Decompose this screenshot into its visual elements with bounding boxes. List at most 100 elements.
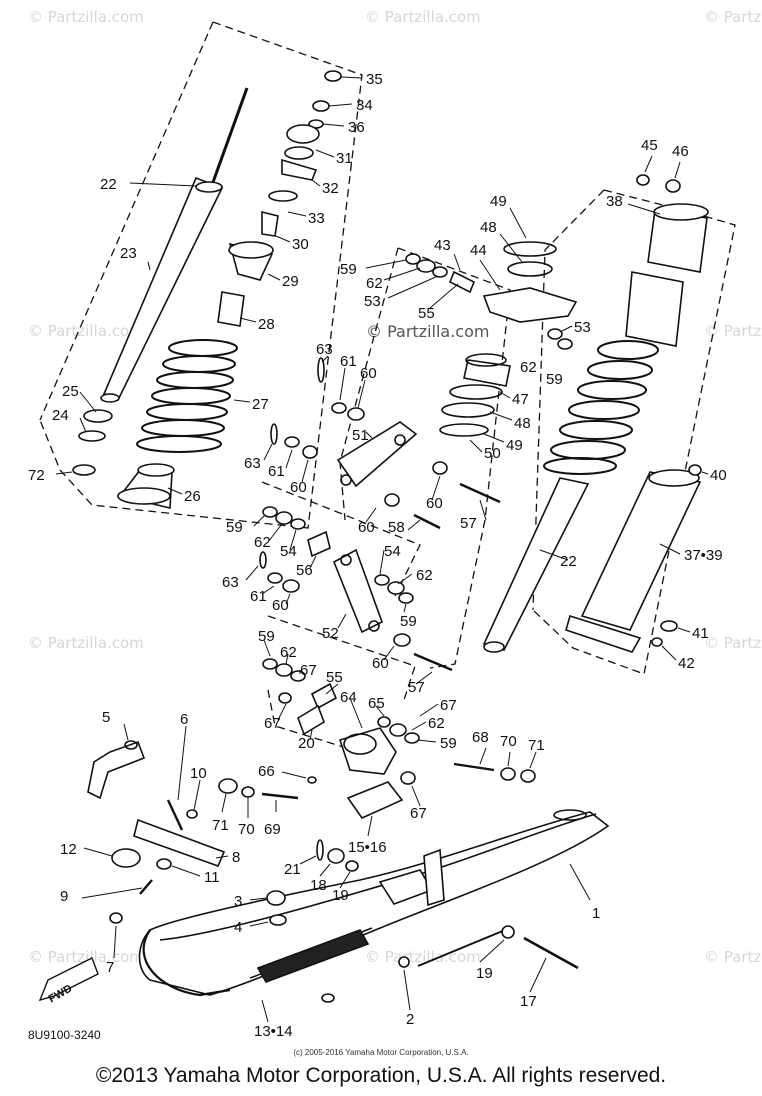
- callout: 4: [234, 919, 242, 936]
- callout: 60: [360, 365, 377, 382]
- callout: 12: [60, 841, 77, 858]
- callout: 41: [692, 625, 709, 642]
- callout: 66: [258, 763, 275, 780]
- callout: 35: [366, 71, 383, 88]
- watermark: © Partzilla.com: [704, 322, 762, 340]
- callout: 42: [678, 655, 695, 672]
- ski-assembly: [87, 740, 610, 1003]
- callout: 59: [440, 735, 457, 752]
- watermark: © Partzilla.com: [28, 8, 144, 26]
- callout: 10: [190, 765, 207, 782]
- callout: 19: [332, 887, 349, 904]
- callout: 7: [106, 959, 114, 976]
- diagram-code: 8U9100-3240: [28, 1028, 101, 1042]
- callout: 1: [592, 905, 600, 922]
- watermark: © Partzilla.com: [704, 948, 762, 966]
- callout: 62: [428, 715, 445, 732]
- callout: 67: [440, 697, 457, 714]
- callout: 18: [310, 877, 327, 894]
- callout: 62: [416, 567, 433, 584]
- footer-copyright: ©2013 Yamaha Motor Corporation, U.S.A. A…: [95, 1064, 667, 1087]
- callout: 2: [406, 1011, 414, 1028]
- callout: 61: [268, 463, 285, 480]
- callout: 47: [512, 391, 529, 408]
- callout: 72: [28, 467, 45, 484]
- callout: 48: [480, 219, 497, 236]
- callout: 5: [102, 709, 110, 726]
- callout: 15•16: [348, 839, 387, 856]
- callout: 34: [356, 97, 373, 114]
- watermark: © Partzilla.com: [704, 8, 762, 26]
- callout: 67: [264, 715, 281, 732]
- left-spring-assembly: [117, 70, 342, 510]
- callout: 20: [298, 735, 315, 752]
- callout: 62: [366, 275, 383, 292]
- callout: 22: [100, 176, 117, 193]
- callout: 57: [460, 515, 477, 532]
- link-assembly: [218, 241, 578, 820]
- watermark: © Partzilla.com: [28, 322, 144, 340]
- callout: 71: [528, 737, 545, 754]
- callout: 67: [410, 805, 427, 822]
- callout: 58: [388, 519, 405, 536]
- callout: 55: [418, 305, 435, 322]
- callout: 60: [426, 495, 443, 512]
- callout: 50: [484, 445, 501, 462]
- callout: 59: [546, 371, 563, 388]
- callout: 37•39: [684, 547, 723, 564]
- callout: 53: [574, 319, 591, 336]
- left-shock-absorber: [72, 87, 249, 476]
- callout: 59: [258, 628, 275, 645]
- callout: 3: [234, 893, 242, 910]
- callout: 38: [606, 193, 623, 210]
- callout: 70: [500, 733, 517, 750]
- callout: 31: [336, 150, 353, 167]
- callout: 62: [280, 644, 297, 661]
- watermark: © Partzilla.com: [704, 634, 762, 652]
- callout: 69: [264, 821, 281, 838]
- callout: 59: [400, 613, 417, 630]
- callout: 52: [322, 625, 339, 642]
- callout: 45: [641, 137, 658, 154]
- callout: 54: [280, 543, 297, 560]
- callout: 24: [52, 407, 69, 424]
- callout: 70: [238, 821, 255, 838]
- callout: 17: [520, 993, 537, 1010]
- callout: 44: [470, 242, 487, 259]
- callout: 55: [326, 669, 343, 686]
- callout: 60: [272, 597, 289, 614]
- callout: 46: [672, 143, 689, 160]
- callout: 59: [226, 519, 243, 536]
- callout: 28: [258, 316, 275, 333]
- callout: 54: [384, 543, 401, 560]
- forward-arrow-icon: [38, 957, 99, 1002]
- callout: 63: [316, 341, 333, 358]
- callout: 29: [282, 273, 299, 290]
- callout: 23: [120, 245, 137, 262]
- center-watermark: © Partzilla.com: [366, 322, 490, 341]
- callout: 25: [62, 383, 79, 400]
- callout: 36: [348, 119, 365, 136]
- callout: 48: [514, 415, 531, 432]
- callout: 68: [472, 729, 489, 746]
- callout: 60: [372, 655, 389, 672]
- callout: 40: [710, 467, 727, 484]
- callout: 27: [252, 396, 269, 413]
- callout: 49: [490, 193, 507, 210]
- callout: 57: [408, 679, 425, 696]
- callout: 13•14: [254, 1023, 293, 1040]
- callout: 22: [560, 553, 577, 570]
- watermark: © Partzilla.com: [28, 634, 144, 652]
- callout: 61: [250, 588, 267, 605]
- part-callouts: 35 34 36 31 32 33 30 29 28 27 26 22 23 2…: [28, 71, 727, 1040]
- callout: 60: [290, 479, 307, 496]
- callout: 61: [340, 353, 357, 370]
- small-copyright: (c) 2005-2016 Yamaha Motor Corporation, …: [293, 1048, 469, 1057]
- callout: 8: [232, 849, 240, 866]
- right-shock-absorber: [482, 174, 709, 653]
- callout: 62: [254, 534, 271, 551]
- callout: 21: [284, 861, 301, 878]
- callout: 43: [434, 237, 451, 254]
- callout: 26: [184, 488, 201, 505]
